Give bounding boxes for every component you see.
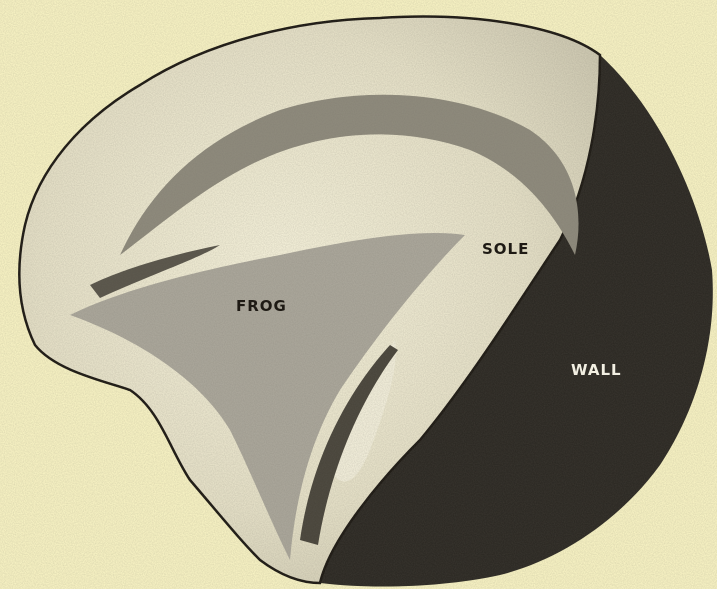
wall-label: WALL (571, 361, 622, 379)
frog-label: FROG (236, 297, 287, 315)
sole-label: SOLE (482, 240, 529, 258)
